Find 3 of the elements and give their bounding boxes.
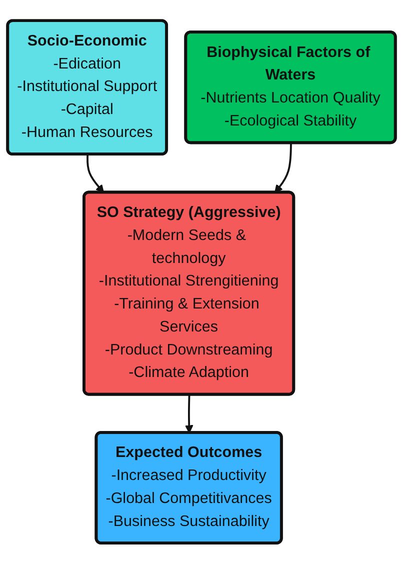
arrow: [184, 394, 194, 434]
arrow: [274, 143, 292, 194]
arrow: [86, 154, 104, 194]
